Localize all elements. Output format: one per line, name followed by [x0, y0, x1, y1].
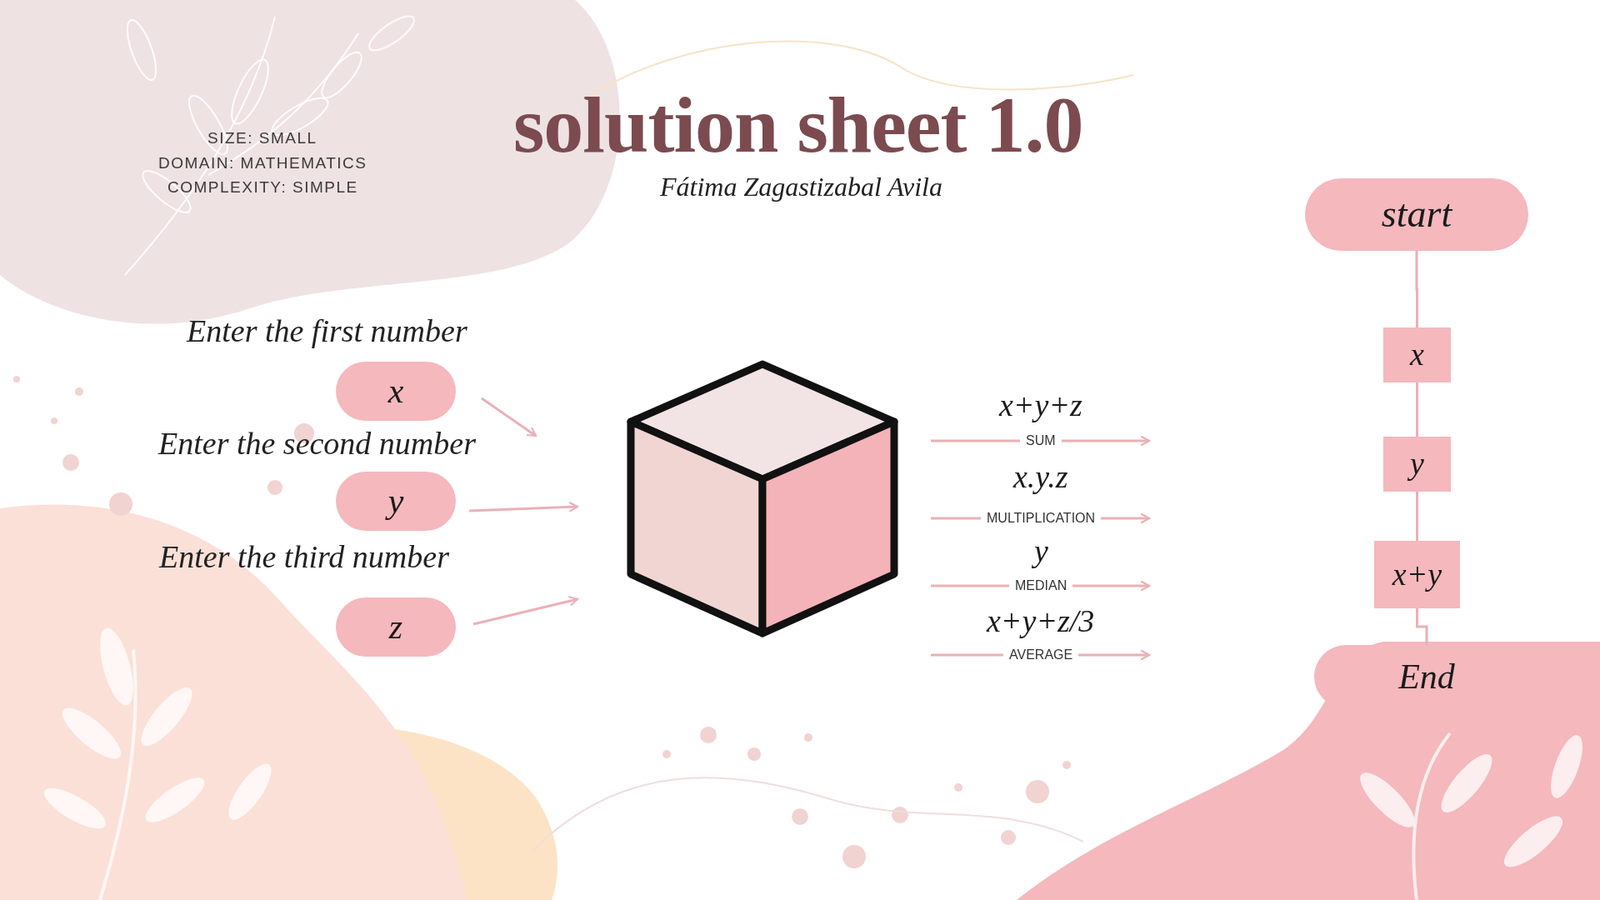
meta-text: SIZE: SMALL	[207, 129, 318, 148]
output-arrows	[930, 440, 1150, 655]
node-text: z	[389, 607, 403, 646]
leaf	[315, 46, 368, 104]
leaf	[1433, 747, 1500, 820]
flow-connector	[1415, 491, 1419, 541]
dot	[791, 808, 809, 825]
bottom-right-blob	[1016, 641, 1600, 900]
dot	[13, 375, 20, 383]
leaf-stem	[208, 33, 359, 175]
node-text: y	[388, 481, 405, 520]
dot	[267, 480, 283, 495]
process-box: y	[1383, 436, 1451, 492]
terminal-pill: End	[1314, 645, 1540, 709]
flow-connector	[1415, 250, 1420, 328]
dot	[700, 726, 717, 744]
dot	[50, 417, 58, 425]
dot	[62, 454, 80, 471]
cube-illustration	[630, 364, 895, 634]
dot	[1062, 760, 1071, 770]
dot	[1025, 780, 1050, 804]
node-text: x	[388, 371, 405, 410]
input-pill: z	[335, 597, 456, 657]
node-text: start	[1381, 193, 1452, 236]
dot	[804, 733, 813, 742]
title: solution sheet 1.0	[513, 79, 1083, 171]
author-name: Fátima Zagastizabal Avila	[660, 171, 943, 203]
leaf-stem	[1413, 733, 1450, 900]
leaf	[39, 780, 112, 836]
dot	[109, 492, 133, 516]
formula-text: x.y.z	[1013, 459, 1068, 496]
input-prompt: Enter the first number	[186, 313, 468, 350]
flow-connector	[1415, 382, 1419, 437]
leaf	[93, 624, 140, 709]
formula-text: y	[1034, 533, 1049, 570]
node-text: x	[1410, 337, 1425, 373]
input-prompt: Enter the second number	[158, 425, 476, 463]
dots	[13, 375, 1071, 869]
leaf	[182, 90, 235, 160]
leaf	[133, 680, 200, 754]
process-box: x+y	[1374, 540, 1460, 609]
leaf	[225, 55, 276, 129]
input-arrow	[481, 398, 536, 436]
dot	[954, 783, 963, 792]
input-pill: x	[335, 361, 456, 421]
process-box: x	[1383, 327, 1451, 383]
decor-line	[533, 777, 1084, 850]
input-arrow	[473, 599, 578, 625]
cube-left-face	[630, 421, 763, 634]
formula-text: x+y+z	[999, 387, 1083, 425]
dot	[747, 747, 761, 761]
dot	[1000, 830, 1016, 845]
input-prompt: Enter the third number	[159, 539, 450, 576]
dot	[662, 750, 671, 759]
dot	[75, 387, 84, 396]
leaf	[221, 757, 280, 826]
leaf-outlines	[121, 10, 420, 275]
leaf	[121, 16, 163, 84]
terminal-pill: start	[1305, 178, 1529, 251]
bottom-left-blob	[0, 505, 467, 900]
output-label: AVERAGE	[1003, 646, 1079, 664]
leaf	[1497, 808, 1570, 875]
flow-connector	[1417, 608, 1428, 645]
node-text: y	[1410, 446, 1425, 482]
leaf-shapes	[39, 624, 280, 900]
meta-text: DOMAIN: MATHEMATICS	[158, 154, 368, 173]
formula-text: x+y+z/3	[986, 603, 1095, 640]
meta-text: COMPLEXITY: SIMPLE	[167, 178, 359, 197]
cube-right-face	[762, 421, 895, 634]
input-arrow	[469, 506, 578, 511]
leaf	[364, 10, 419, 57]
leaf-shapes	[1352, 731, 1590, 900]
input-arrows	[469, 398, 578, 625]
node-text: x+y	[1392, 557, 1442, 593]
node-text: End	[1398, 657, 1455, 696]
leaf	[1544, 731, 1590, 803]
leaf	[55, 700, 129, 767]
leaf	[140, 770, 211, 830]
output-label: MEDIAN	[1009, 577, 1073, 595]
leaf	[1352, 765, 1422, 835]
dot	[891, 806, 909, 824]
input-pill: y	[335, 471, 456, 531]
dot	[842, 845, 866, 869]
output-label: SUM	[1020, 432, 1062, 450]
output-label: MULTIPLICATION	[980, 510, 1101, 527]
